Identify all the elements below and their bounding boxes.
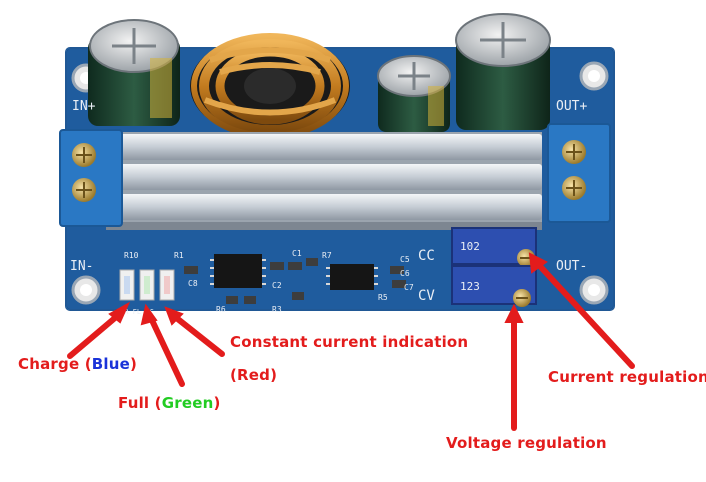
op-amp-ic (326, 264, 378, 290)
current-pot-code: 102 (460, 240, 480, 253)
full-annotation: Full (Green) (118, 394, 221, 412)
cc-label: CC (418, 248, 435, 264)
charge-color-text: Blue (91, 355, 131, 373)
cc-arrow (171, 313, 225, 357)
r1-label: R1 (174, 251, 184, 260)
r3-label: R3 (272, 305, 282, 314)
annotation-arrows (67, 252, 635, 431)
voltage-potentiometer (451, 265, 537, 307)
charge-arrowhead (108, 301, 131, 324)
pwm-ic (210, 254, 266, 288)
full-arrow (147, 313, 185, 387)
out-minus-label: OUT- (556, 259, 587, 274)
current-regulation-annotation: Current regulation (548, 368, 706, 386)
current-arrow (535, 261, 635, 369)
out-plus-label: OUT+ (556, 99, 587, 114)
voltage-regulation-annotation: Voltage regulation (446, 434, 607, 452)
full-arrowhead (140, 303, 158, 326)
input-capacitor (88, 19, 180, 126)
charge-arrow (67, 309, 125, 359)
c6-label: C6 (400, 269, 410, 278)
input-terminal-block (59, 129, 123, 227)
voltage-arrowhead (504, 303, 524, 323)
r6-label: R6 (216, 305, 226, 314)
led-group (119, 269, 175, 301)
in-plus-label: IN+ (72, 99, 96, 114)
led-silk-labels: CR FL CC (120, 308, 154, 316)
heatsink (106, 132, 542, 230)
constant-current-annotation: Constant current indication (230, 333, 469, 351)
r5-label: R5 (378, 293, 388, 302)
c1-label: C1 (292, 249, 302, 258)
c2-label: C2 (272, 281, 282, 290)
toroid-inductor (190, 33, 350, 139)
r10-label: R10 (124, 251, 139, 260)
output-capacitor (455, 13, 551, 130)
r7-label: R7 (322, 251, 332, 260)
smd-components (184, 258, 406, 304)
full-suffix: ) (213, 394, 221, 412)
charge-annotation: Charge (Blue) (18, 355, 137, 373)
cc-arrowhead (164, 306, 184, 326)
voltage-pot-code: 123 (460, 280, 480, 293)
current-arrowhead (528, 252, 548, 274)
output-terminal-block (547, 123, 611, 223)
cv-label: CV (418, 288, 435, 304)
in-minus-label: IN- (70, 259, 93, 274)
c5-label: C5 (400, 255, 410, 264)
c8-label: C8 (188, 279, 198, 288)
red-annotation: (Red) (230, 366, 278, 384)
charge-suffix: ) (130, 355, 138, 373)
small-capacitor (377, 55, 451, 132)
full-color-text: Green (161, 394, 214, 412)
charge-prefix: Charge ( (18, 355, 92, 373)
c7-label: C7 (404, 283, 414, 292)
full-prefix: Full ( (118, 394, 162, 412)
